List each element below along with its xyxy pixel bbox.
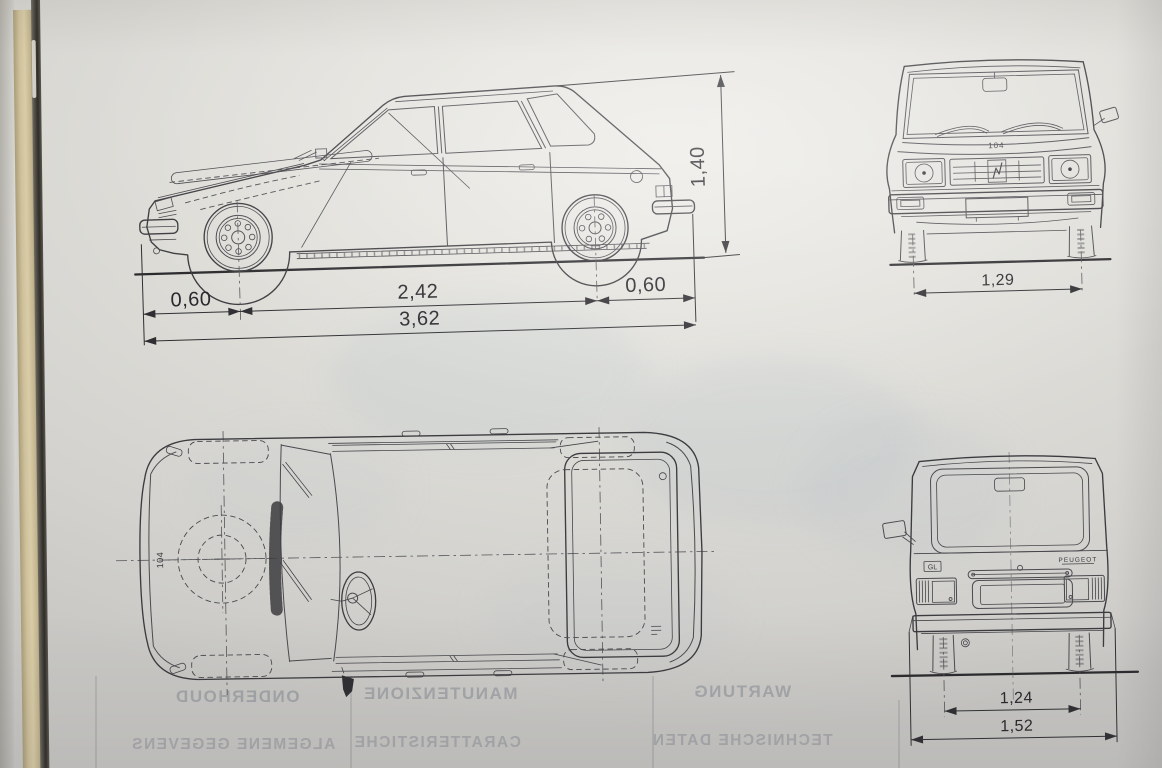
dim-front-track-label: 1,29 bbox=[981, 272, 1015, 290]
dim-rear-track-label: 1,24 bbox=[1000, 690, 1033, 708]
front-view-drawing: 104 bbox=[886, 59, 1119, 298]
rear-door-mirror bbox=[882, 520, 916, 546]
dim-length-label: 3,62 bbox=[399, 307, 441, 330]
dim-width-label: 1,52 bbox=[1000, 718, 1033, 736]
front-wheels bbox=[898, 225, 1097, 263]
front-headlights bbox=[902, 154, 1092, 188]
top-model-badge: 104 bbox=[155, 552, 165, 569]
license-plate-recess bbox=[971, 578, 1074, 610]
rear-dimensions: 1,24 1,52 bbox=[908, 628, 1118, 746]
front-wheel bbox=[203, 202, 273, 273]
side-view-drawing: 1,40 0,60 2,42 0,60 3,62 bbox=[134, 71, 740, 346]
door-mirror-top bbox=[341, 675, 354, 698]
front-grille bbox=[949, 156, 1045, 186]
rear-taillights bbox=[915, 574, 1106, 606]
dim-wheelbase-label: 2,42 bbox=[397, 281, 439, 304]
rear-view-drawing: GL PEUGEOT bbox=[882, 451, 1140, 746]
front-dimensions: 1,29 bbox=[912, 229, 1083, 298]
dim-front-overhang-label: 0,60 bbox=[170, 288, 212, 311]
rear-window-top bbox=[546, 451, 681, 659]
front-bumper bbox=[888, 188, 1104, 222]
side-dimensions: 1,40 0,60 2,42 0,60 3,62 bbox=[140, 71, 740, 346]
rear-wheel bbox=[561, 194, 629, 262]
front-door-mirror bbox=[1093, 106, 1119, 126]
rear-bumper bbox=[908, 611, 1116, 633]
top-view-drawing: 104 bbox=[116, 427, 716, 698]
dim-height-label: 1,40 bbox=[687, 146, 710, 188]
front-model-badge: 104 bbox=[988, 141, 1005, 150]
tailgate-handle bbox=[967, 564, 1073, 580]
page-edge-shadow bbox=[0, 0, 14, 768]
rear-wheels bbox=[929, 632, 1094, 675]
dim-rear-overhang-label: 0,60 bbox=[625, 274, 667, 297]
steering-wheel bbox=[330, 571, 377, 631]
rear-make-badge: PEUGEOT bbox=[1058, 556, 1097, 564]
spare-wheel-outline bbox=[168, 505, 277, 614]
rear-trim-badge: GL bbox=[928, 564, 938, 571]
